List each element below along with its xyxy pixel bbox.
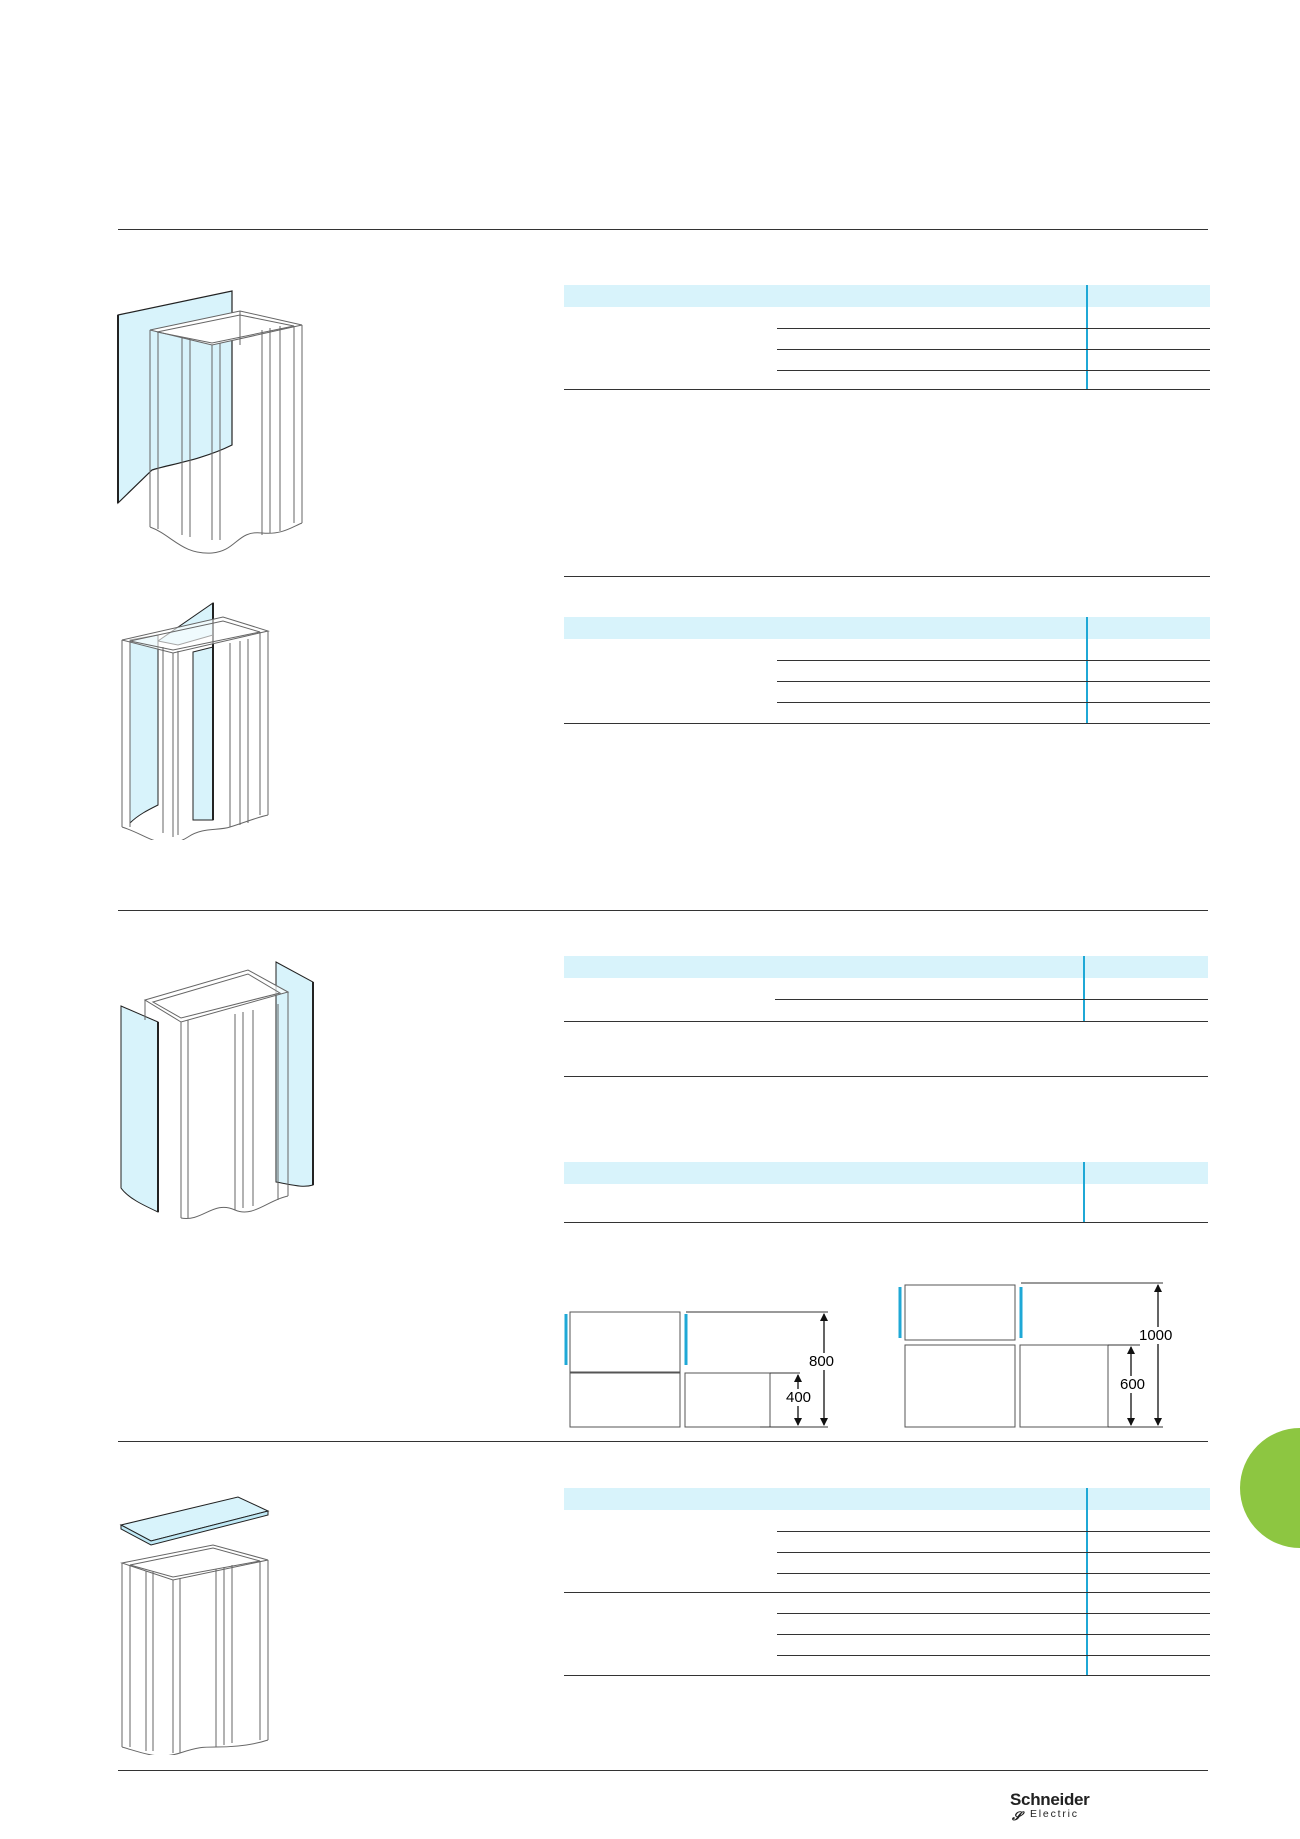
column-divider	[1083, 956, 1085, 1022]
section-rule-3	[118, 1441, 1208, 1442]
table-1-footer-rule	[564, 576, 1210, 577]
row-rule	[777, 1634, 1210, 1635]
row-rule	[777, 702, 1210, 703]
table-header	[564, 285, 1210, 307]
dim-label-600: 600	[1119, 1376, 1147, 1393]
table-bottom-rule	[564, 723, 1210, 724]
brand-subname: Electric	[1030, 1808, 1079, 1820]
table-bottom-rule	[564, 1021, 1208, 1022]
section-rule-bottom	[118, 1770, 1208, 1771]
enclosure-roof-illustration	[119, 1496, 270, 1755]
row-rule	[777, 1613, 1210, 1614]
row-rule	[777, 328, 1210, 329]
dim-label-1000: 1000	[1138, 1327, 1174, 1344]
table-3	[564, 956, 1208, 1022]
table-bottom-rule	[564, 1222, 1208, 1223]
dim-label-400: 400	[785, 1389, 813, 1406]
table-header	[564, 617, 1210, 639]
brand-mark-icon: 𝓢	[1012, 1809, 1022, 1823]
dimension-diagram-800	[564, 1311, 828, 1428]
column-divider	[1086, 1488, 1088, 1676]
table-header	[564, 1162, 1208, 1184]
dimension-diagram-1000	[898, 1282, 1163, 1428]
row-rule	[777, 1531, 1210, 1532]
brand-name: Schneider	[1010, 1790, 1090, 1809]
section-rule-top	[118, 229, 1208, 230]
table-bottom-rule	[564, 1675, 1210, 1676]
schneider-electric-logo: Schneider 𝓢 Electric	[1008, 1790, 1104, 1824]
table-header	[564, 956, 1208, 978]
table-5	[564, 1488, 1210, 1676]
row-rule	[777, 370, 1210, 371]
row-rule	[775, 999, 1208, 1000]
row-rule	[777, 681, 1210, 682]
section-tab-marker	[1240, 1428, 1300, 1548]
enclosure-back-panel-illustration	[117, 290, 303, 554]
table-header	[564, 1488, 1210, 1510]
table-4	[564, 1162, 1208, 1223]
table-1	[564, 285, 1210, 390]
enclosure-door-panels-illustration	[121, 602, 270, 840]
row-rule	[777, 660, 1210, 661]
table-3-footer-rule	[564, 1076, 1208, 1077]
row-rule	[777, 1655, 1210, 1656]
column-divider	[1086, 617, 1088, 724]
dim-label-800: 800	[808, 1353, 836, 1370]
row-rule	[777, 1573, 1210, 1574]
column-divider	[1083, 1162, 1085, 1223]
row-rule	[777, 1552, 1210, 1553]
table-2	[564, 617, 1210, 724]
enclosure-side-panels-illustration	[120, 961, 314, 1219]
group-rule	[564, 1592, 1210, 1593]
table-bottom-rule	[564, 389, 1210, 390]
column-divider	[1086, 285, 1088, 390]
row-rule	[777, 349, 1210, 350]
section-rule-2	[118, 910, 1208, 911]
